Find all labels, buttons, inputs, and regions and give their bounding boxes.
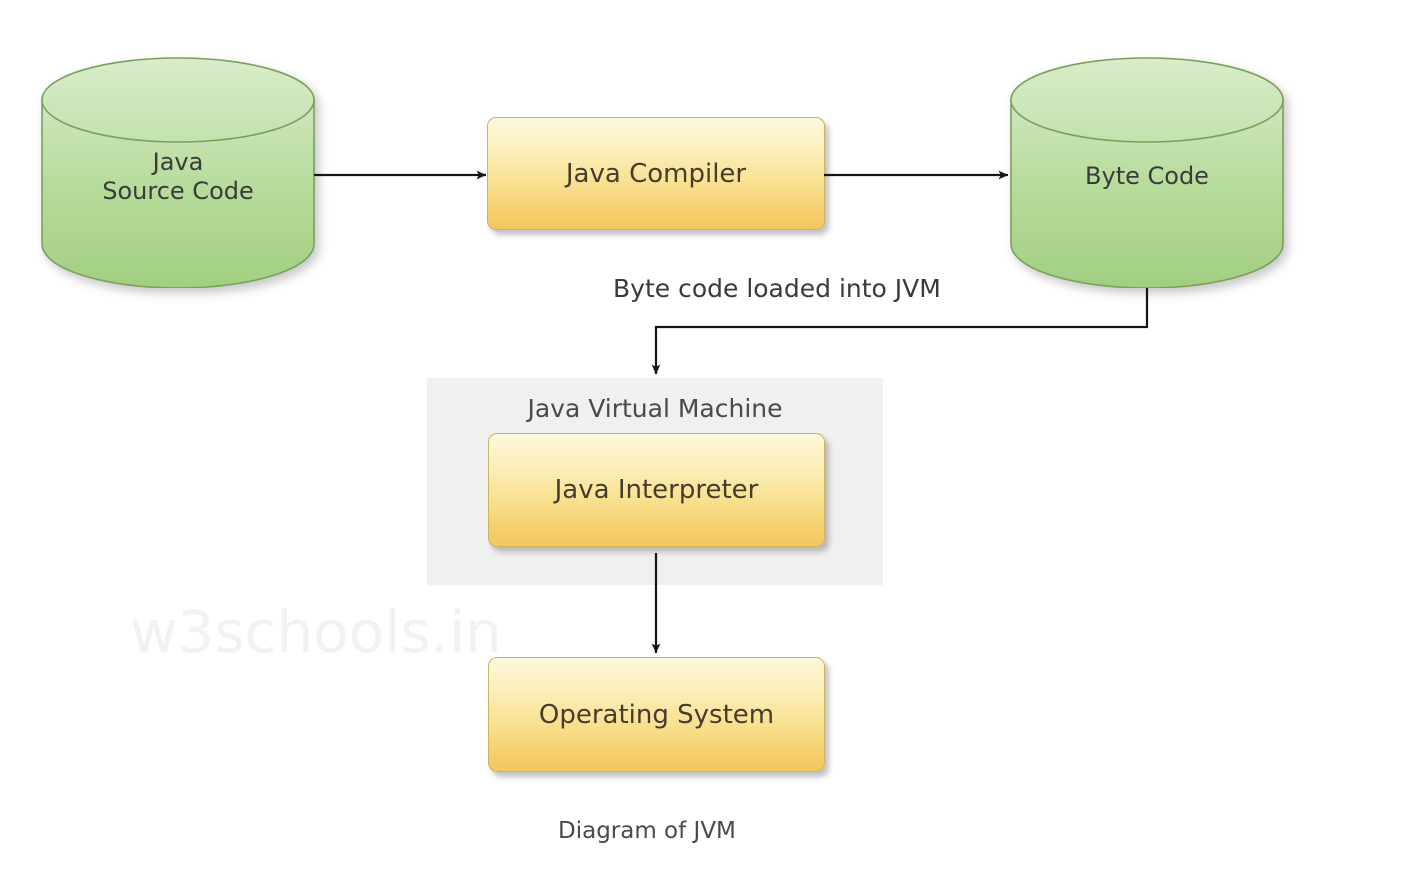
diagram-caption: Diagram of JVM [558,818,736,844]
node-byte-code: Byte Code [1009,56,1285,288]
node-java-interpreter[interactable]: Java Interpreter [488,433,825,547]
cylinder-shape [41,57,315,288]
watermark-text: w3schools.in [130,598,502,666]
cylinder-shape [1010,57,1284,288]
container-label-java-virtual-machine: Java Virtual Machine [527,394,783,423]
node-label-java-compiler: Java Compiler [565,158,747,189]
node-operating-system[interactable]: Operating System [488,657,825,772]
node-java-compiler[interactable]: Java Compiler [487,117,825,230]
node-label-operating-system: Operating System [538,699,775,730]
node-label-java-interpreter: Java Interpreter [554,475,759,505]
edge-label-bytecode-to-jvm: Byte code loaded into JVM [613,274,941,303]
node-java-source-code: Java Source Code [40,56,316,288]
